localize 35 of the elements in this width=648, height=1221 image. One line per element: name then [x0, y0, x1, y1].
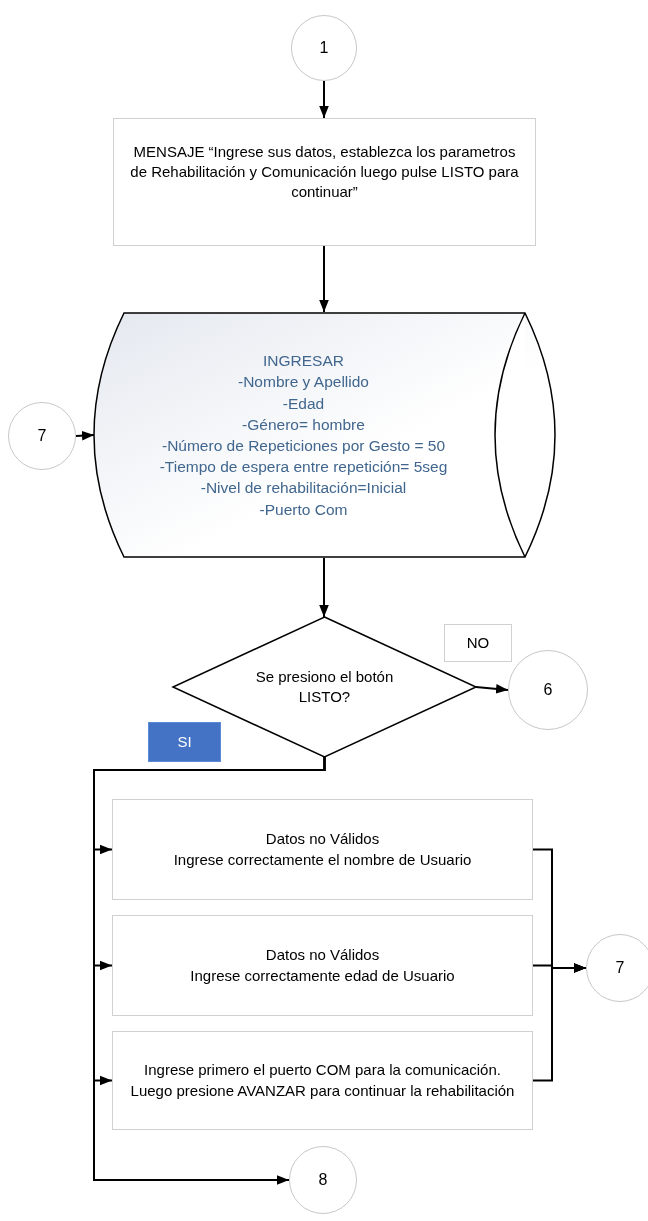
process-text: MENSAJE “Ingrese sus datos, establezca los parametros de Rehabilitación y Comunicación luego pulse LISTO para continuar”	[130, 141, 519, 203]
process-text: Ingrese correctamente edad de Usuario	[190, 965, 455, 986]
connector-number: 7	[37, 426, 47, 447]
process-text: Ingrese primero el puerto COM para la comunicación. Luego presione AVANZAR para continuar la rehabilitación	[129, 1060, 516, 1101]
connector-number: 6	[543, 680, 553, 701]
input-text: -Puerto Com	[259, 499, 348, 520]
arrow	[319, 557, 329, 618]
decision-text: Se presiono el botón LISTO?	[254, 666, 395, 707]
arrow	[75, 430, 95, 441]
process-text: Ingrese correctamente el nombre de Usuario	[173, 849, 472, 870]
input-text: -Nombre y Apellido	[238, 372, 369, 393]
process-box	[113, 118, 536, 246]
answer-tag	[148, 722, 221, 762]
input-text: -Edad	[282, 393, 325, 414]
arrow	[319, 80, 329, 119]
connector-number: 1	[319, 38, 329, 59]
process-text: Datos no Válidos	[265, 829, 380, 850]
process-box	[112, 799, 533, 900]
process-text: Datos no Válidos	[265, 945, 380, 966]
process-box	[112, 1031, 533, 1130]
answer-label: SI	[177, 731, 192, 752]
input-text: -Nivel de rehabilitación=Inicial	[200, 478, 407, 499]
arrow	[319, 245, 329, 313]
arrow	[532, 963, 587, 1082]
answer-label: NO	[466, 632, 490, 653]
connector-number: 7	[615, 958, 625, 979]
input-text: -Número de Repeticiones por Gesto = 50	[162, 436, 445, 456]
connector-number: 8	[318, 1170, 328, 1191]
arrow	[475, 684, 509, 694]
process-box	[112, 915, 533, 1016]
arrow	[93, 756, 326, 1185]
input-text: INGRESAR	[263, 351, 344, 372]
answer-tag	[444, 624, 512, 662]
input-text: -Género= hombre	[242, 414, 365, 435]
input-text: -Tiempo de espera entre repetición= 5seg	[159, 457, 448, 478]
